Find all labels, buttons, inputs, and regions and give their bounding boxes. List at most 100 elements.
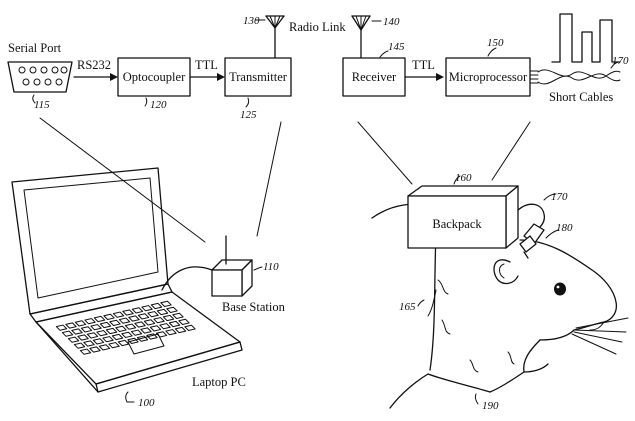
- ref-170-head: 170: [551, 191, 568, 203]
- ttl-arrowhead-left: [217, 73, 225, 81]
- ref-140: 140: [383, 16, 400, 28]
- keyboard-key: [80, 326, 93, 333]
- ref-170-top: 170: [612, 55, 629, 67]
- short-cables-icon: [537, 69, 621, 85]
- ref-leader-120: [144, 97, 148, 107]
- keyboard-key: [99, 321, 112, 329]
- ref-leader-170-top: [610, 61, 620, 69]
- receiver-label: Receiver: [352, 70, 397, 84]
- keyboard-key: [73, 342, 86, 349]
- keyboard-key: [79, 348, 92, 355]
- rs232-label: RS232: [77, 58, 111, 72]
- transmitter-antenna-icon: [265, 15, 285, 59]
- keyboard-key: [115, 325, 127, 332]
- ref-leader-100: [125, 391, 135, 403]
- laptop-label: Laptop PC: [192, 375, 246, 389]
- ref-leader-165: [417, 299, 425, 307]
- keyboard-key: [159, 323, 171, 330]
- laptop-keyboard: [55, 300, 196, 355]
- receiver-to-backpack-line: [357, 121, 413, 185]
- serial-to-base-line: [39, 117, 206, 243]
- ref-180: 180: [556, 222, 573, 234]
- base-station-icon: [211, 235, 253, 297]
- keyboard-key: [102, 336, 114, 343]
- ttl-label-left: TTL: [195, 58, 218, 72]
- ref-120: 120: [150, 99, 167, 111]
- keyboard-key: [124, 323, 137, 330]
- keyboard-key: [137, 313, 150, 320]
- keyboard-key: [166, 306, 178, 313]
- keyboard-key: [61, 330, 74, 337]
- transmitter-block: [224, 57, 292, 97]
- keyboard-key: [184, 324, 196, 331]
- keyboard-key: [143, 319, 156, 326]
- keyboard-key: [147, 311, 159, 318]
- receiver-antenna-icon: [351, 15, 371, 59]
- ttl-label-right: TTL: [412, 58, 435, 72]
- keyboard-key: [122, 309, 134, 316]
- keyboard-key: [150, 302, 163, 310]
- keyboard-key: [127, 337, 139, 344]
- serial-port-icon: [7, 61, 73, 93]
- ref-160: 160: [455, 172, 472, 184]
- ref-100: 100: [138, 397, 155, 409]
- backpack-icon: [407, 185, 519, 249]
- ref-145: 145: [388, 41, 405, 53]
- keyboard-key: [74, 320, 87, 327]
- keyboard-key: [121, 331, 133, 338]
- keyboard-key: [136, 335, 149, 342]
- keyboard-key: [90, 324, 102, 331]
- keyboard-key: [89, 346, 101, 353]
- keyboard-key: [146, 333, 158, 340]
- electrode-connector-icon: [519, 223, 545, 259]
- keyboard-key: [65, 322, 77, 329]
- ref-130: 130: [243, 15, 260, 27]
- keyboard-key: [71, 328, 83, 335]
- keyboard-key: [118, 317, 131, 324]
- ref-leader-145: [379, 50, 389, 58]
- ref-leader-170-head: [543, 193, 557, 201]
- ref-leader-110: [253, 266, 263, 271]
- keyboard-key: [168, 320, 181, 328]
- keyboard-key: [162, 314, 175, 322]
- keyboard-key: [112, 311, 125, 318]
- keyboard-key: [141, 305, 153, 312]
- keyboard-key: [86, 332, 99, 339]
- laptop-touchpad: [127, 333, 165, 355]
- ref-115: 115: [34, 99, 50, 111]
- ref-leader-125: [245, 97, 250, 108]
- ref-leader-190: [474, 393, 479, 405]
- transmitter-to-base-line: [256, 121, 282, 237]
- ref-leader-180: [545, 229, 559, 239]
- keyboard-key: [92, 338, 105, 345]
- keyboard-key: [174, 326, 187, 334]
- backpack-label: Backpack: [432, 217, 482, 231]
- ref-150: 150: [487, 37, 504, 49]
- keyboard-key: [111, 333, 124, 341]
- keyboard-key: [140, 327, 152, 334]
- ref-190: 190: [482, 400, 499, 412]
- optocoupler-label: Optocoupler: [123, 70, 186, 84]
- keyboard-key: [103, 313, 115, 320]
- keyboard-key: [156, 308, 169, 316]
- ref-leader-160: [453, 175, 461, 185]
- keyboard-key: [134, 321, 146, 328]
- keyboard-key: [178, 318, 190, 325]
- keyboard-key: [55, 324, 68, 331]
- harness-line: [427, 289, 437, 317]
- microprocessor-block: [445, 57, 531, 97]
- keyboard-key: [108, 342, 120, 349]
- rat-icon: [371, 203, 629, 409]
- keyboard-key: [83, 340, 95, 347]
- keyboard-key: [172, 312, 184, 319]
- transmitter-label: Transmitter: [229, 70, 288, 84]
- keyboard-key: [160, 300, 172, 307]
- micro-to-backpack-line: [491, 121, 531, 181]
- keyboard-key: [130, 329, 143, 336]
- microprocessor-pins: [529, 70, 539, 84]
- keyboard-key: [109, 319, 121, 326]
- rs232-arrowhead: [110, 73, 118, 81]
- keyboard-key: [165, 329, 177, 336]
